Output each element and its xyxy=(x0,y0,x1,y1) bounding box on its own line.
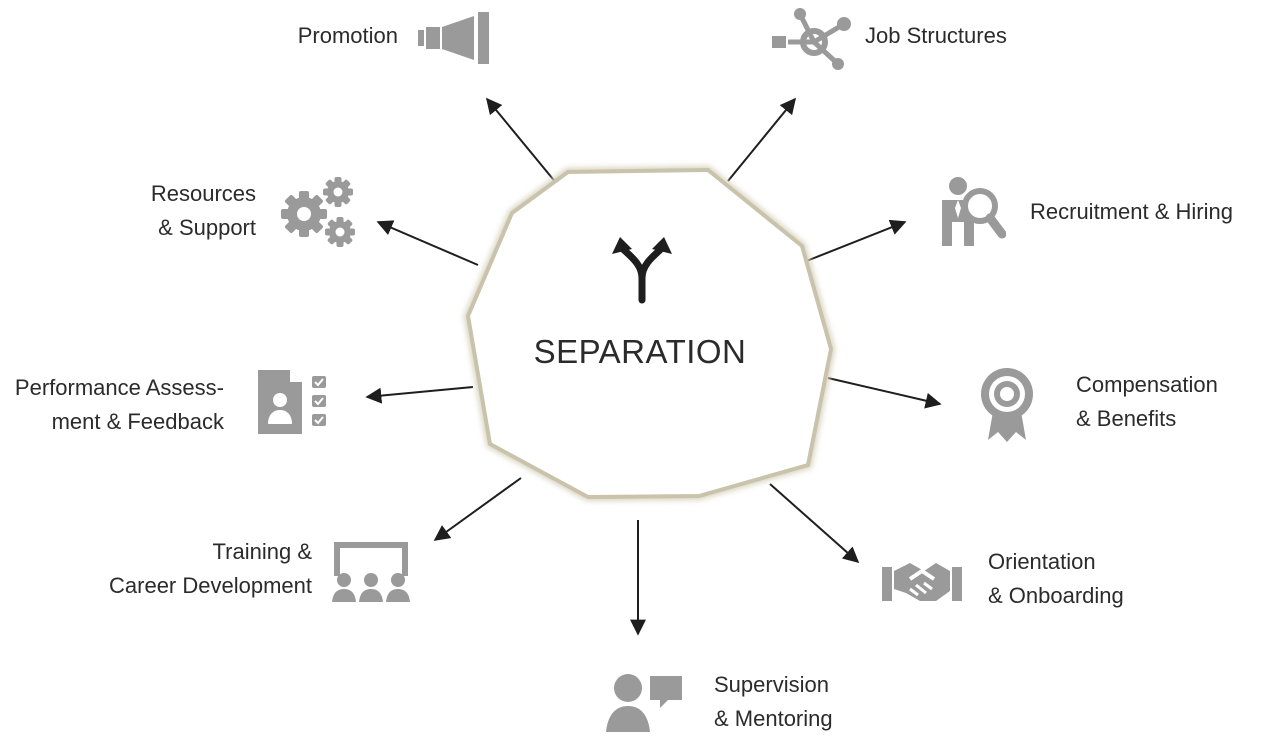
node-label-line: Compensation xyxy=(1076,372,1218,397)
node-label-line: ment & Feedback xyxy=(51,409,224,434)
node-label-compensation: Compensation & Benefits xyxy=(1076,368,1246,436)
node-label-line: Training & xyxy=(212,539,312,564)
node-label-promotion: Promotion xyxy=(250,19,398,53)
node-label-line: Orientation xyxy=(988,549,1096,574)
node-label-line: Job Structures xyxy=(865,23,1007,48)
node-label-performance: Performance Assess- ment & Feedback xyxy=(0,371,224,439)
arrow-training xyxy=(433,477,522,541)
node-label-line: Recruitment & Hiring xyxy=(1030,199,1233,224)
center-nonagon xyxy=(465,167,834,500)
node-label-line: & Benefits xyxy=(1076,406,1177,431)
fork-arrows-icon xyxy=(612,237,672,304)
node-label-line: Promotion xyxy=(297,23,398,48)
gears-icon xyxy=(281,177,355,247)
node-label-resources: Resources & Support xyxy=(100,177,256,245)
node-label-orientation: Orientation & Onboarding xyxy=(988,545,1158,613)
arrow-performance xyxy=(365,386,474,404)
node-label-line: & Onboarding xyxy=(988,583,1124,608)
award-ribbon-icon xyxy=(981,368,1033,442)
node-label-recruitment: Recruitment & Hiring xyxy=(1030,195,1255,229)
node-label-training: Training & Career Development xyxy=(80,535,312,603)
person-chat-icon xyxy=(606,674,682,732)
network-icon xyxy=(772,8,851,70)
node-label-line: & Support xyxy=(158,215,256,240)
person-search-icon xyxy=(942,177,1006,246)
node-label-line: Performance Assess- xyxy=(14,375,224,400)
checklist-icon xyxy=(258,370,326,434)
megaphone-icon xyxy=(418,12,489,64)
center-title: SEPARATION xyxy=(533,333,747,370)
node-label-supervision: Supervision & Mentoring xyxy=(714,668,874,736)
node-label-line: Supervision xyxy=(714,672,829,697)
node-label-line: Career Development xyxy=(109,573,312,598)
node-label-job-structures: Job Structures xyxy=(865,19,1035,53)
arrow-job-structures xyxy=(727,97,797,182)
arrow-compensation xyxy=(827,377,942,409)
arrow-recruitment xyxy=(803,219,907,263)
node-label-line: Resources xyxy=(150,181,256,206)
handshake-icon xyxy=(882,563,962,601)
presentation-icon xyxy=(332,542,410,602)
arrow-resources xyxy=(376,220,479,266)
arrow-promotion xyxy=(485,97,558,185)
node-label-line: & Mentoring xyxy=(714,706,833,731)
arrow-orientation xyxy=(769,483,860,564)
